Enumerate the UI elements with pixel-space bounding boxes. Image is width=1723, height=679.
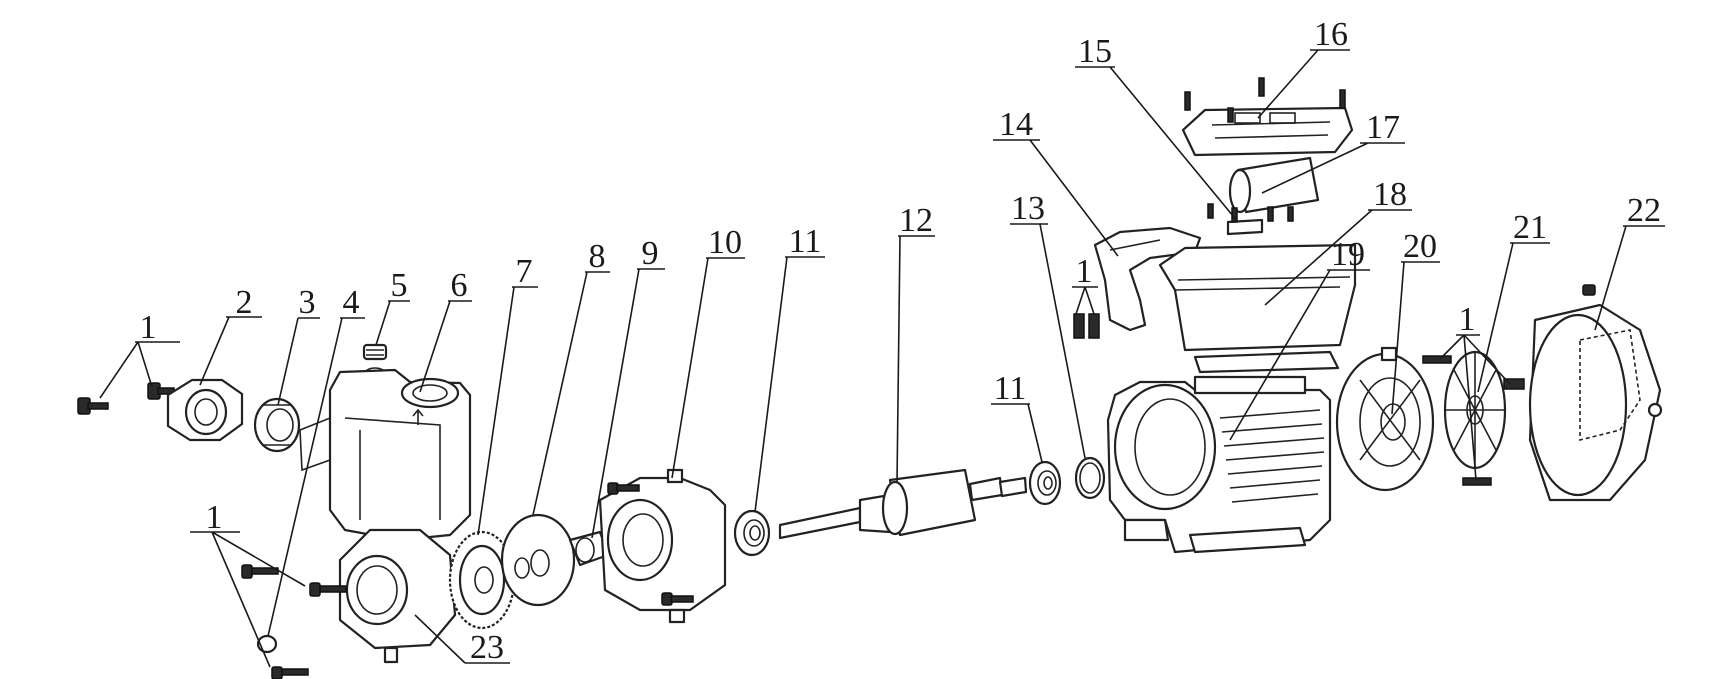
- leader-lines: [99, 49, 1665, 668]
- screw-bottom-left-2: [309, 582, 347, 597]
- callout-10: 10: [708, 224, 742, 261]
- screw-bracket-bottom: [661, 592, 694, 606]
- callout-12: 12: [899, 202, 933, 239]
- callout-23: 23: [470, 629, 504, 666]
- part-7-impeller: [448, 530, 516, 630]
- part-11-bearing-front: [733, 509, 771, 557]
- callout-11-front: 11: [789, 223, 822, 260]
- callout-1-left-top: 1: [140, 309, 157, 346]
- part-13-o-ring: [1074, 456, 1106, 500]
- callout-labels: 1 2 3 4 5 6 7 8 9 10 11 12 11 13 14 1 15…: [140, 16, 1662, 666]
- callout-15: 15: [1078, 33, 1112, 70]
- part-19-motor-housing: [1106, 375, 1332, 554]
- part-2-flange: [166, 378, 244, 442]
- callout-1-clip: 1: [1076, 253, 1093, 290]
- callout-1-right: 1: [1459, 301, 1476, 338]
- callout-2: 2: [236, 284, 253, 321]
- screws-end-shield: [1422, 355, 1525, 486]
- part-10-bracket: [598, 468, 727, 624]
- part-5-plug: [362, 343, 388, 377]
- callout-4: 4: [343, 284, 360, 321]
- screw-bracket-top: [607, 482, 640, 495]
- callout-1-bottom-left: 1: [206, 499, 223, 536]
- parts-layer: [77, 77, 1663, 679]
- part-17-capacitor: [1207, 156, 1320, 222]
- callout-16: 16: [1314, 16, 1348, 53]
- callout-20: 20: [1403, 228, 1437, 265]
- callout-17: 17: [1366, 109, 1400, 146]
- callout-9: 9: [642, 235, 659, 272]
- part-6-pump-body: [299, 368, 472, 542]
- part-12-rotor-shaft: [778, 468, 1028, 540]
- part-14-cable-clip: [1093, 226, 1202, 332]
- part-8-seal-disc: [500, 513, 576, 607]
- callout-18: 18: [1373, 176, 1407, 213]
- part-18-terminal-box: [1158, 243, 1357, 374]
- part-20-end-shield: [1335, 346, 1435, 492]
- callout-5: 5: [391, 267, 408, 304]
- screw-bottom-left-3: [271, 666, 309, 679]
- callout-14: 14: [999, 106, 1033, 143]
- callout-21: 21: [1513, 209, 1547, 246]
- callout-11-rear: 11: [994, 370, 1027, 407]
- screws-cover: [1184, 77, 1346, 123]
- part-16-terminal-cover: [1181, 106, 1354, 157]
- callout-13: 13: [1011, 190, 1045, 227]
- callout-3: 3: [299, 284, 316, 321]
- callout-19: 19: [1331, 236, 1365, 273]
- callout-6: 6: [451, 267, 468, 304]
- screw-left-top-2: [147, 382, 175, 400]
- screw-clip-1: [1073, 313, 1085, 339]
- part-23-volute: [338, 528, 457, 664]
- part-21-fan: [1443, 350, 1507, 470]
- screw-clip-2: [1088, 313, 1100, 339]
- screw-left-top-1: [77, 397, 109, 415]
- part-15-terminal-clamp: [1226, 207, 1264, 236]
- callout-22: 22: [1627, 192, 1661, 229]
- part-3-nut: [253, 397, 301, 453]
- part-11-bearing-rear: [1028, 460, 1062, 506]
- part-22-fan-cover: [1528, 284, 1663, 502]
- callout-7: 7: [516, 253, 533, 290]
- callout-8: 8: [589, 238, 606, 275]
